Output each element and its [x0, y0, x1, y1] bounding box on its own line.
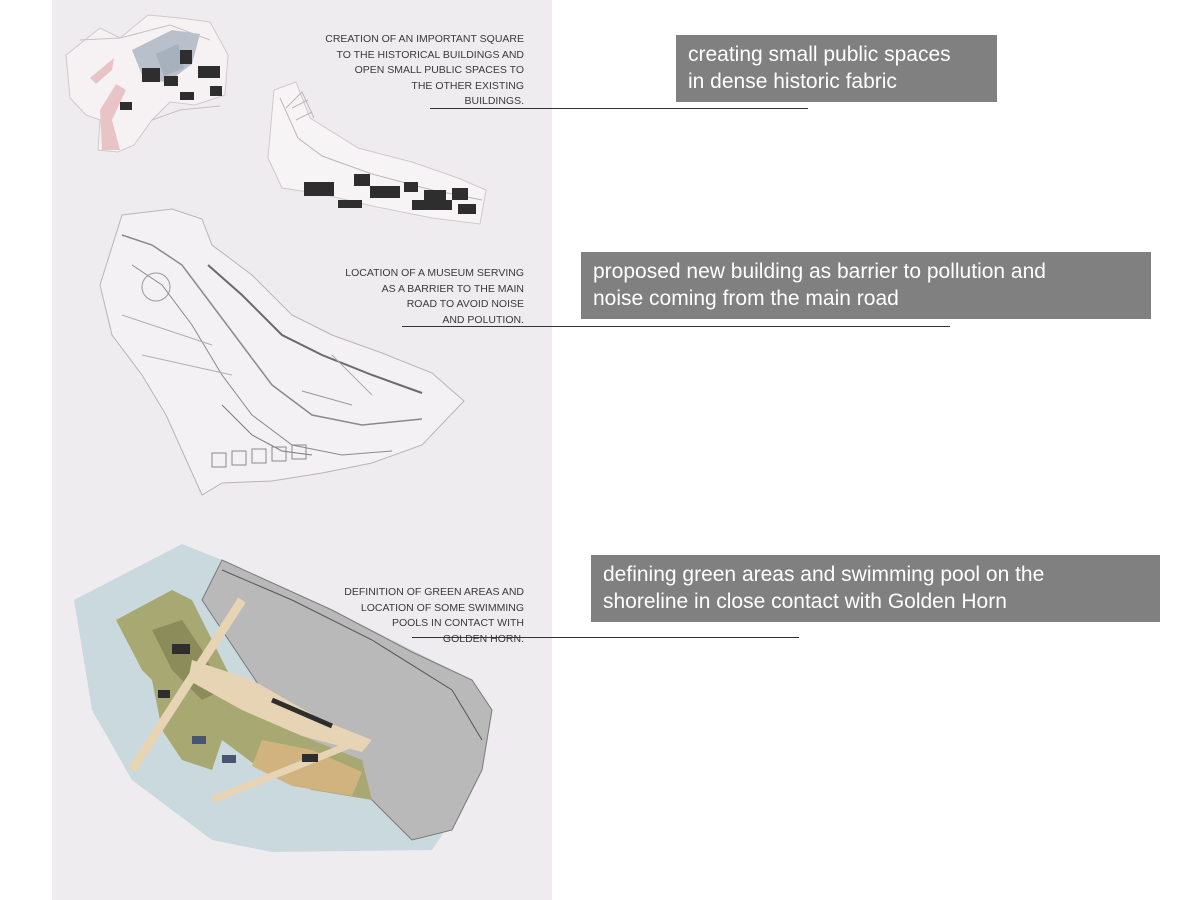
leader-line-museum — [402, 326, 950, 327]
site-plan-green-areas — [72, 540, 500, 860]
caption-green-areas: DEFINITION OF GREEN AREAS AND LOCATION O… — [344, 586, 524, 645]
site-plan-museum-sketch — [92, 205, 477, 500]
site-plan-square — [60, 10, 235, 155]
callout-barrier-building: proposed new building as barrier to poll… — [581, 252, 1151, 319]
caption-museum: LOCATION OF A MUSEUM SERVING AS A BARRIE… — [345, 267, 524, 326]
leader-line-square — [430, 108, 808, 109]
site-plan-street-blocks — [262, 78, 490, 230]
leader-line-green-areas — [412, 637, 799, 638]
callout-public-spaces: creating small public spaces in dense hi… — [676, 35, 997, 102]
callout-green-areas: defining green areas and swimming pool o… — [591, 555, 1160, 622]
caption-square: CREATION OF AN IMPORTANT SQUARE TO THE H… — [325, 33, 524, 107]
